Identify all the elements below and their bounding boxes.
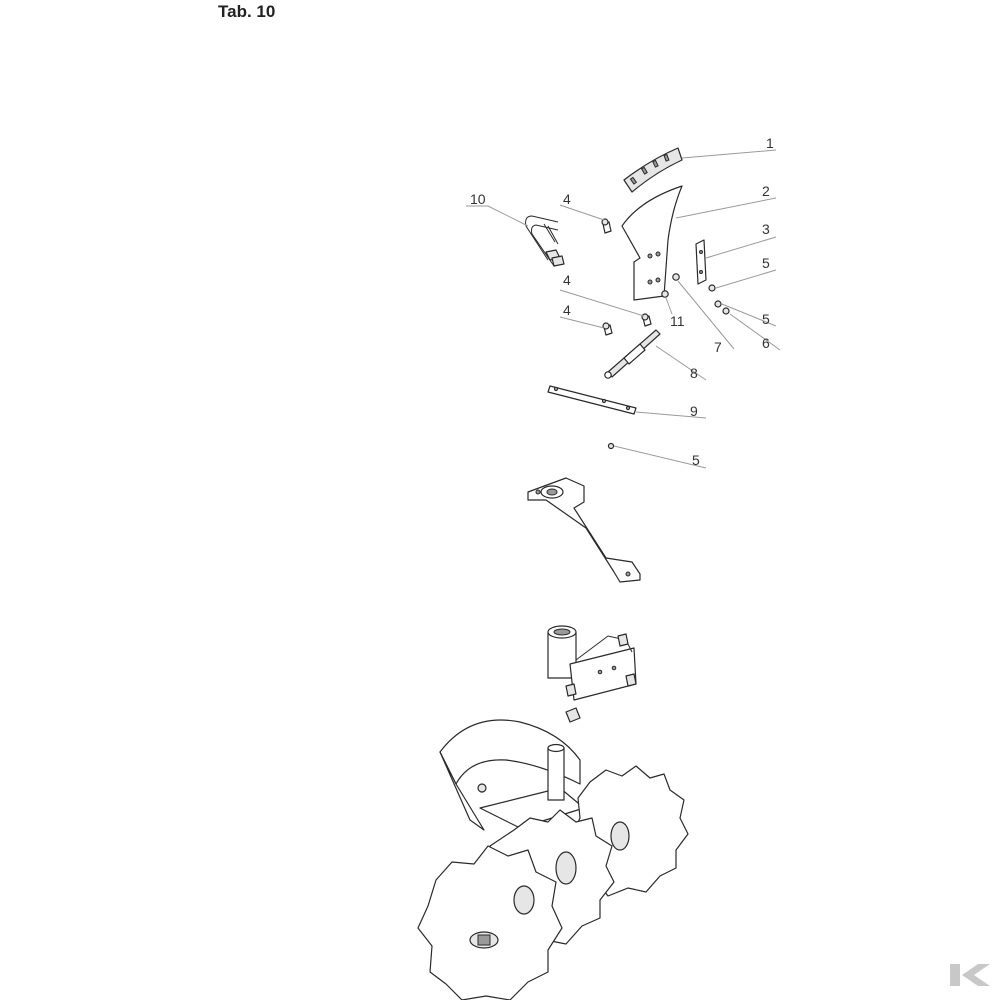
part-8-adjusting-rod[interactable] — [604, 329, 661, 379]
callout-10[interactable]: 10 — [470, 191, 486, 207]
callout-8[interactable]: 8 — [690, 365, 698, 381]
part-10-u-bolt[interactable] — [525, 215, 565, 267]
part-11-nut[interactable] — [661, 290, 669, 298]
part-4-bolt-middle[interactable] — [641, 313, 652, 327]
callout-4-top[interactable]: 4 — [563, 191, 571, 207]
part-4-bolt-lower[interactable] — [602, 322, 613, 336]
arm-bracket[interactable] — [527, 477, 641, 583]
callout-11[interactable]: 11 — [670, 313, 685, 329]
part-7-nut[interactable] — [672, 273, 680, 281]
mounting-bracket[interactable] — [547, 625, 637, 723]
callout-2[interactable]: 2 — [762, 183, 770, 199]
part-4-bolt-top[interactable] — [601, 218, 612, 234]
callout-6[interactable]: 6 — [762, 335, 770, 351]
callout-3[interactable]: 3 — [762, 221, 770, 237]
part-5-washer-top[interactable] — [708, 284, 716, 292]
callout-7[interactable]: 7 — [714, 339, 722, 355]
callout-5-top[interactable]: 5 — [762, 255, 770, 271]
part-3-strip-plate[interactable] — [695, 239, 707, 285]
callout-9[interactable]: 9 — [690, 403, 698, 419]
page-title: Tab. 10 — [218, 2, 276, 21]
leader-lines — [466, 149, 781, 469]
part-6-nut[interactable] — [722, 307, 730, 315]
part-5-washer-middle[interactable] — [714, 300, 722, 308]
callout-5-middle[interactable]: 5 — [762, 311, 770, 327]
part-9-flat-bar[interactable] — [547, 385, 637, 415]
disc-harrow-assembly[interactable] — [417, 719, 689, 1000]
callout-5-bottom[interactable]: 5 — [692, 452, 700, 468]
callout-1[interactable]: 1 — [766, 135, 774, 151]
part-1-slotted-plate[interactable] — [623, 147, 683, 193]
callout-4-lower[interactable]: 4 — [563, 302, 571, 318]
callout-4-middle[interactable]: 4 — [563, 272, 571, 288]
k-logo-icon — [950, 964, 990, 986]
part-5-washer-bottom[interactable] — [607, 442, 615, 450]
part-2-scraper-blade[interactable] — [621, 185, 683, 301]
